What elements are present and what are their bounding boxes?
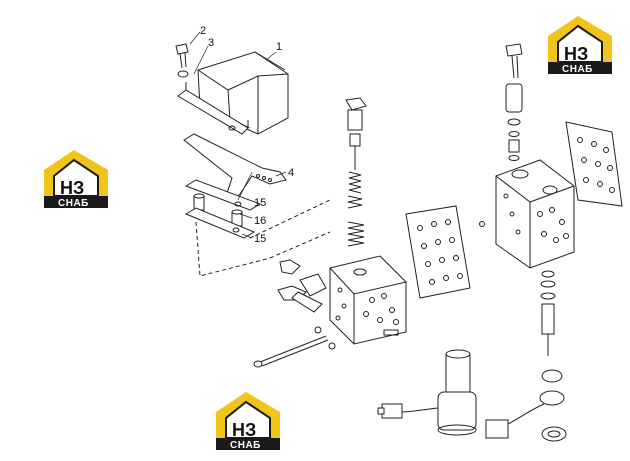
callout-label: 2: [200, 25, 206, 37]
logo-caption-text: СНАБ: [230, 440, 261, 451]
callout-label: 15: [254, 233, 266, 245]
gasket-plate-upper: [184, 179, 262, 211]
solenoid-coil: [377, 349, 477, 436]
logo-caption-text: СНАБ: [58, 198, 89, 209]
logo-watermark: НЗ СНАБ: [216, 392, 280, 451]
long-bolt: [253, 335, 329, 368]
solenoid-cover: [197, 51, 289, 135]
bolt: [175, 43, 189, 78]
callout-label: 3: [208, 37, 214, 49]
mounting-bracket: [177, 82, 249, 135]
leader-lines: [189, 31, 287, 239]
gasket-plate-lower: [184, 207, 256, 239]
valve-stem-upper: [505, 43, 523, 161]
callout-label: 15: [254, 197, 266, 209]
valve-body: [329, 255, 407, 345]
spring-stack: [345, 97, 367, 247]
logo-caption-text: СНАБ: [562, 64, 593, 75]
logo-watermark: НЗ СНАБ: [44, 150, 108, 209]
logo-mark-text: НЗ: [60, 178, 84, 198]
callout-label: 16: [254, 215, 266, 227]
spacer-16: [193, 193, 243, 227]
logo-mark-text: НЗ: [564, 44, 588, 64]
dashed-alignment-box: [195, 199, 331, 277]
control-valve-body: [479, 159, 575, 269]
separator-plate-left: [405, 205, 471, 299]
separator-plate-right: [565, 121, 623, 207]
logo-mark-text: НЗ: [232, 420, 256, 440]
valve-stem-lower: [485, 270, 567, 442]
side-plugs: [277, 259, 336, 350]
logo-watermark: НЗ СНАБ: [548, 16, 612, 75]
callout-label: 4: [288, 167, 294, 179]
callout-label: 1: [276, 41, 282, 53]
